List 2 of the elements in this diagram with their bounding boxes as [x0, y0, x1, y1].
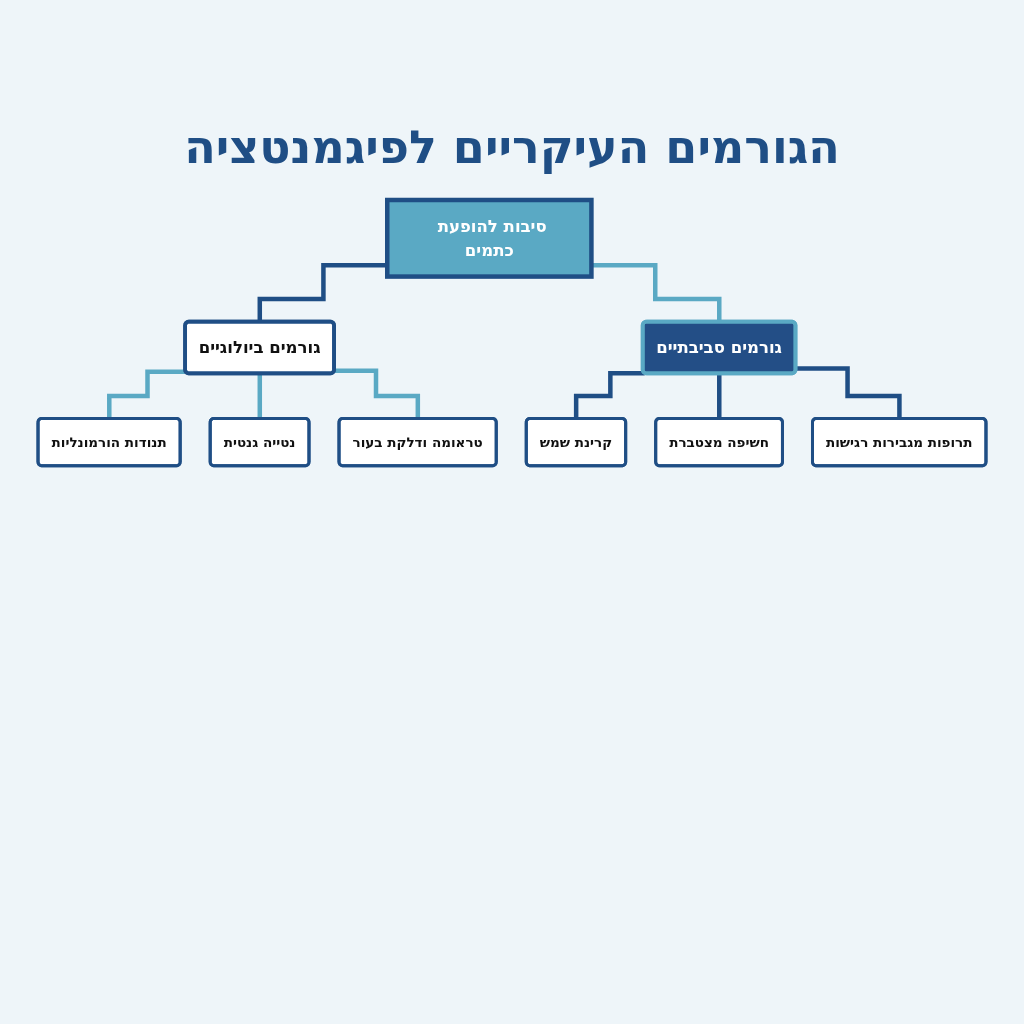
node-box: סיבות להופעת כתמים: [385, 197, 594, 279]
title: הגורמים העיקריים לפיגמנטציה: [184, 120, 840, 174]
